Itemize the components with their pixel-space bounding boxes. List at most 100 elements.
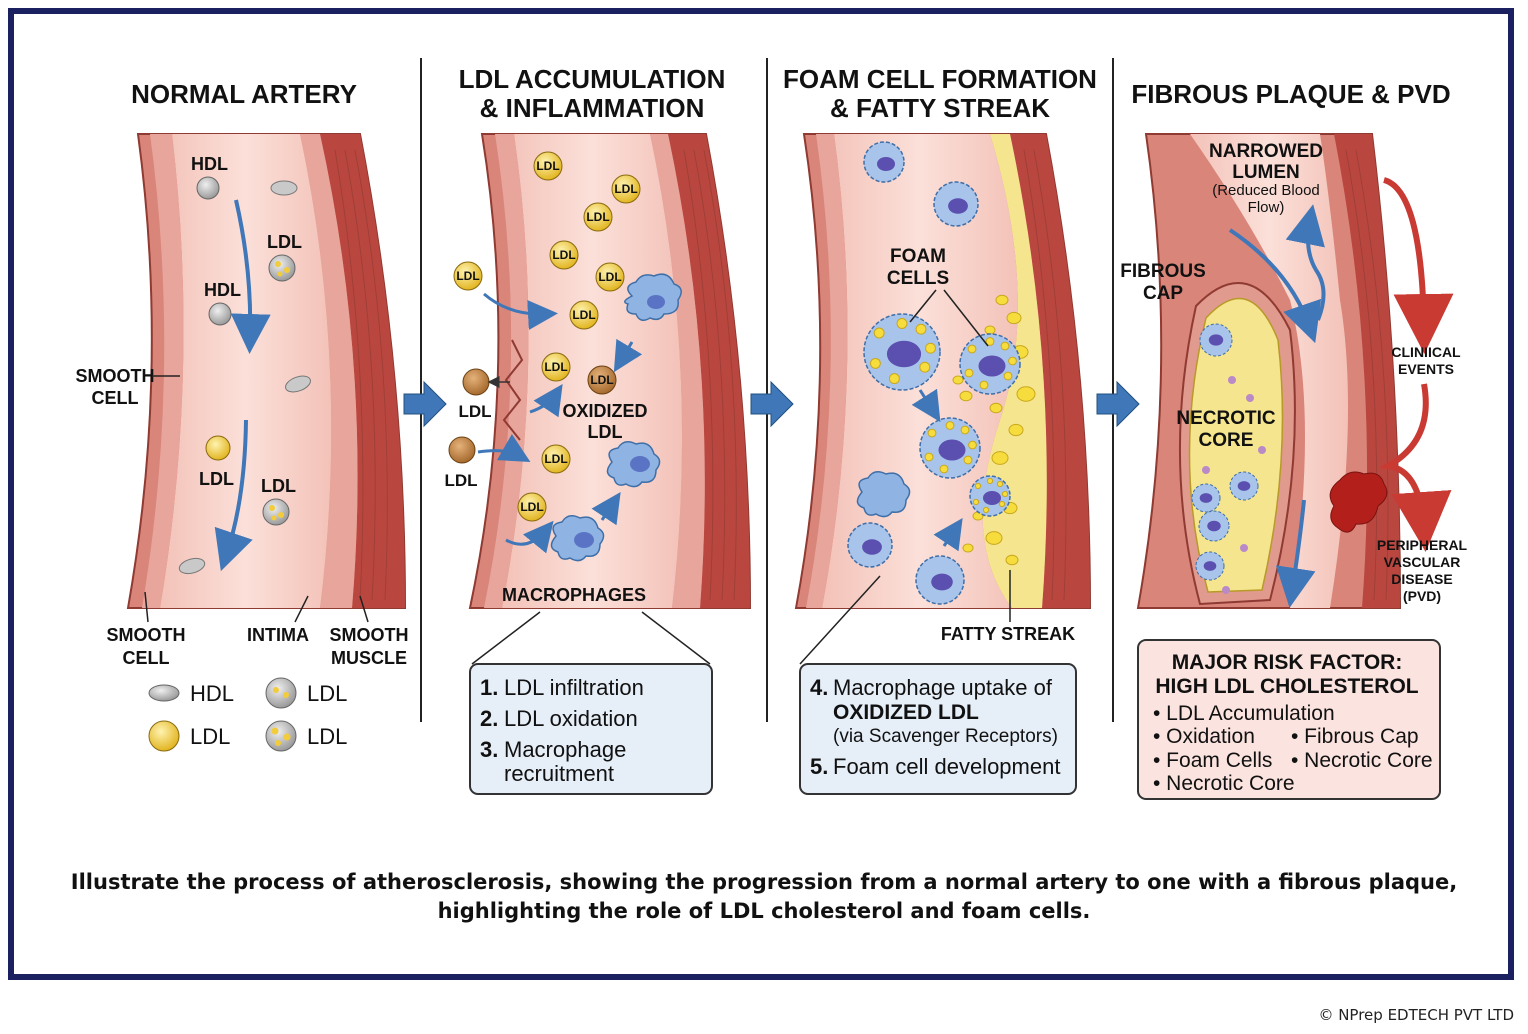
step-number: 3. [480, 737, 498, 762]
ldl-tag: LDL [572, 308, 595, 322]
foam-cell [959, 333, 1021, 395]
foam-cell [863, 313, 941, 391]
necrotic-core-label: NECROTIC [1176, 408, 1276, 429]
transition-arrow [1096, 380, 1140, 428]
legend-ldl-oxidized-swatch [265, 720, 297, 752]
hdl-particle [196, 176, 220, 200]
oxidized-ldl-label: OXIDIZED [562, 401, 647, 421]
ldl-tag: LDL [456, 269, 479, 283]
steps-box-1: 1. LDL infiltration 2. LDL oxidation 3. … [469, 663, 713, 795]
lipid-droplet [989, 402, 1003, 414]
risk-item: • LDL Accumulation [1153, 702, 1335, 725]
foam-cell [919, 417, 981, 479]
macrophage [863, 141, 905, 183]
step-number: 4. [810, 675, 828, 700]
macrophages-label: MACROPHAGES [502, 585, 646, 605]
ldl-label: LDL [444, 471, 477, 490]
fibrous-cap-label: FIBROUS [1120, 261, 1206, 282]
step-number: 2. [480, 706, 498, 731]
smooth-cell-label: SMOOTH [107, 625, 186, 645]
step-text: LDL infiltration [504, 675, 644, 700]
foam-cells-label: CELLS [887, 268, 949, 289]
panel3-title-line1: FOAM CELL FORMATION [783, 64, 1097, 94]
normal-artery: HDL HDL LDL LDL LDL SMOOTH CELL SMOOTH C… [76, 133, 409, 668]
lipid-droplet [1006, 311, 1022, 325]
legend-label: HDL [190, 681, 234, 706]
reduced-flow-label: (Reduced Blood [1212, 182, 1320, 199]
clinical-events-arrow [1382, 177, 1454, 354]
macrophage [847, 522, 893, 568]
macrophage [550, 515, 605, 562]
ldl-tag: LDL [520, 500, 543, 514]
macrophage [915, 555, 965, 605]
foam-cells [847, 141, 1021, 605]
pvd-label: DISEASE [1391, 571, 1452, 587]
legend-ldl-swatch [148, 720, 180, 752]
smooth-muscle-layer [320, 134, 405, 608]
pvd-label: (PVD) [1403, 588, 1441, 604]
reduced-flow-label: Flow) [1248, 199, 1285, 216]
lipid-droplet [959, 390, 973, 402]
smooth-cell-label: CELL [123, 648, 170, 668]
step-text: Macrophage [504, 737, 626, 762]
step-text: Macrophage uptake of [833, 675, 1053, 700]
ldl-label: LDL [199, 469, 234, 489]
fibrous-plaque-artery [1136, 133, 1402, 609]
copyright-notice: © NPrep EDTECH PVT LTD [1318, 1006, 1514, 1024]
ldl-particle [448, 436, 476, 464]
smooth-cell-label: SMOOTH [76, 366, 155, 386]
lipid-droplet [991, 451, 1009, 465]
foam-cell [969, 475, 1011, 517]
left-intima [142, 134, 184, 608]
ldl-particle [205, 435, 231, 461]
step-text: (via Scavenger Receptors) [833, 726, 1058, 747]
risk-item: • Necrotic Core [1291, 749, 1433, 772]
lipid-droplet [984, 325, 996, 335]
lipid-droplet [985, 531, 1003, 545]
step-text: recruitment [504, 761, 614, 786]
step-number: 5. [810, 754, 828, 779]
ldl-particle [453, 261, 483, 291]
ldl-tag: LDL [614, 182, 637, 196]
smooth-cell-label: CELL [92, 388, 139, 408]
pvd-label: VASCULAR [1384, 554, 1461, 570]
lumen [160, 134, 332, 608]
lipid-droplet [962, 543, 974, 553]
ldl-particle [583, 202, 613, 232]
oxidized-ldl-tag: LDL [590, 373, 613, 387]
oxidized-ldl-label: LDL [588, 422, 623, 442]
blood-flow-arrow [214, 419, 253, 572]
intima-layer [300, 134, 358, 608]
intima-label: INTIMA [247, 625, 309, 645]
macrophage [606, 441, 661, 488]
foam-cells-label: FOAM [890, 246, 946, 267]
panel4-title: FIBROUS PLAQUE & PVD [1131, 79, 1450, 109]
ldl-particle [268, 254, 296, 282]
ldl-particle [533, 151, 563, 181]
smooth-muscle-label: MUSCLE [331, 648, 407, 668]
pvd-label: PERIPHERAL [1377, 537, 1468, 553]
ldl-label: LDL [458, 402, 491, 421]
legend-ldl-dotted-swatch [265, 677, 297, 709]
risk-item: • Necrotic Core [1153, 772, 1295, 795]
transition-arrow [403, 380, 447, 428]
pvd-arrow [1378, 383, 1452, 552]
debris [1202, 466, 1210, 474]
risk-item: • Oxidation [1153, 725, 1255, 748]
debris [1222, 586, 1230, 594]
foam-cell [1198, 510, 1230, 542]
step-text: LDL oxidation [504, 706, 638, 731]
macrophage [933, 181, 979, 227]
oxidized-ldl-particle [587, 365, 617, 395]
risk-title: HIGH LDL CHOLESTEROL [1155, 675, 1418, 698]
foam-cell [1191, 483, 1221, 513]
ldl-particle [549, 240, 579, 270]
panel2-title-line2: & INFLAMMATION [480, 93, 705, 123]
foam-cell [1199, 323, 1233, 357]
figure-caption: Illustrate the process of atherosclerosi… [70, 870, 1458, 923]
macrophage [856, 471, 911, 518]
necrotic-core-cells [1191, 323, 1266, 594]
risk-title: MAJOR RISK FACTOR: [1172, 651, 1403, 674]
necrotic-core-label: CORE [1199, 430, 1254, 451]
